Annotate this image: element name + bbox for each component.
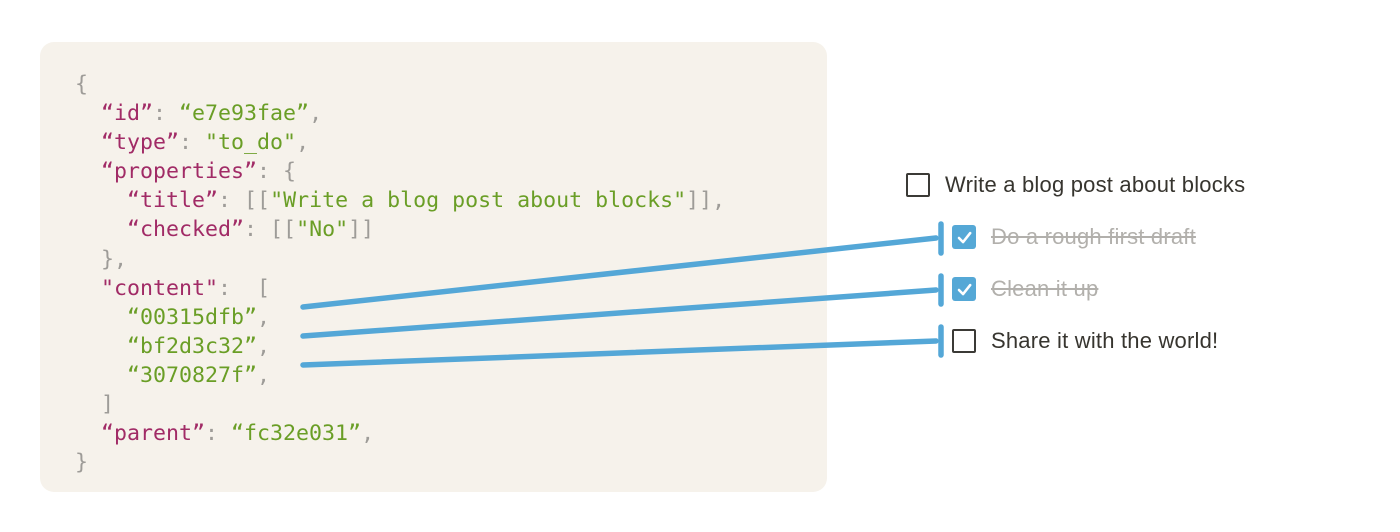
- code-token: “type”: [101, 130, 180, 156]
- todo-label: Share it with the world!: [991, 328, 1219, 353]
- unchecked-checkbox[interactable]: [906, 173, 930, 197]
- code-token: “00315dfb”: [127, 304, 258, 330]
- code-token: “parent”: [101, 421, 206, 447]
- code-token: “3070827f”: [127, 362, 258, 388]
- code-token: "to_do": [205, 130, 297, 156]
- code-line: },: [75, 245, 827, 274]
- code-token: ,: [257, 333, 271, 359]
- todo-label: Write a blog post about blocks: [945, 172, 1246, 197]
- code-token: “e7e93fae”: [179, 101, 310, 127]
- code-token: ]],: [686, 188, 726, 214]
- code-token: “id”: [101, 101, 154, 127]
- code-token: :: [205, 421, 232, 447]
- code-token: [[: [244, 188, 271, 214]
- code-line: “title”: [["Write a blog post about bloc…: [75, 186, 827, 215]
- code-token: }: [75, 450, 89, 476]
- code-line: “bf2d3c32”,: [75, 332, 827, 361]
- code-token: :: [257, 159, 284, 185]
- json-code-block: { “id”: “e7e93fae”, “type”: "to_do", “pr…: [40, 42, 827, 477]
- code-line: ]: [75, 390, 827, 419]
- todo-item: Write a blog post about blocks: [906, 172, 1245, 198]
- todo-item: Clean it up: [952, 276, 1098, 302]
- code-line: “type”: "to_do",: [75, 128, 827, 157]
- code-token: :: [179, 130, 206, 156]
- code-line: “id”: “e7e93fae”,: [75, 99, 827, 128]
- code-token: :: [218, 188, 245, 214]
- code-token: ,: [257, 362, 271, 388]
- code-line: “3070827f”,: [75, 361, 827, 390]
- code-token: {: [75, 72, 89, 97]
- unchecked-checkbox[interactable]: [952, 329, 976, 353]
- code-line: “parent”: “fc32e031”,: [75, 419, 827, 448]
- code-line: “00315dfb”,: [75, 303, 827, 332]
- code-line: “checked”: [["No"]]: [75, 215, 827, 244]
- code-token: ,: [296, 130, 310, 156]
- code-token: ,: [257, 304, 271, 330]
- todo-label: Clean it up: [991, 276, 1099, 301]
- checked-checkbox[interactable]: [952, 225, 976, 249]
- checked-checkbox[interactable]: [952, 277, 976, 301]
- code-token: ]: [75, 392, 115, 418]
- code-token: :: [218, 275, 258, 301]
- todo-item: Do a rough first draft: [952, 224, 1196, 250]
- code-token: “properties”: [101, 159, 258, 185]
- todo-item: Share it with the world!: [952, 328, 1218, 354]
- code-line: "content": [: [75, 274, 827, 303]
- code-token: ,: [361, 421, 375, 447]
- code-token: :: [244, 217, 271, 243]
- code-line: {: [75, 70, 827, 99]
- code-line: }: [75, 448, 827, 477]
- code-token: {: [283, 159, 297, 185]
- code-token: “checked”: [127, 217, 245, 243]
- code-token: “fc32e031”: [231, 421, 362, 447]
- check-icon: [957, 231, 971, 243]
- code-token: [[: [270, 217, 297, 243]
- code-token: :: [153, 101, 180, 127]
- code-token: "content": [101, 275, 219, 301]
- code-token: “bf2d3c32”: [127, 333, 258, 359]
- check-icon: [957, 283, 971, 295]
- code-token: [: [257, 275, 271, 301]
- code-token: },: [75, 246, 128, 272]
- code-token: ,: [309, 101, 323, 127]
- code-token: “title”: [127, 188, 219, 214]
- todo-label: Do a rough first draft: [991, 224, 1196, 249]
- code-line: “properties”: {: [75, 157, 827, 186]
- code-token: "Write a blog post about blocks": [270, 188, 687, 214]
